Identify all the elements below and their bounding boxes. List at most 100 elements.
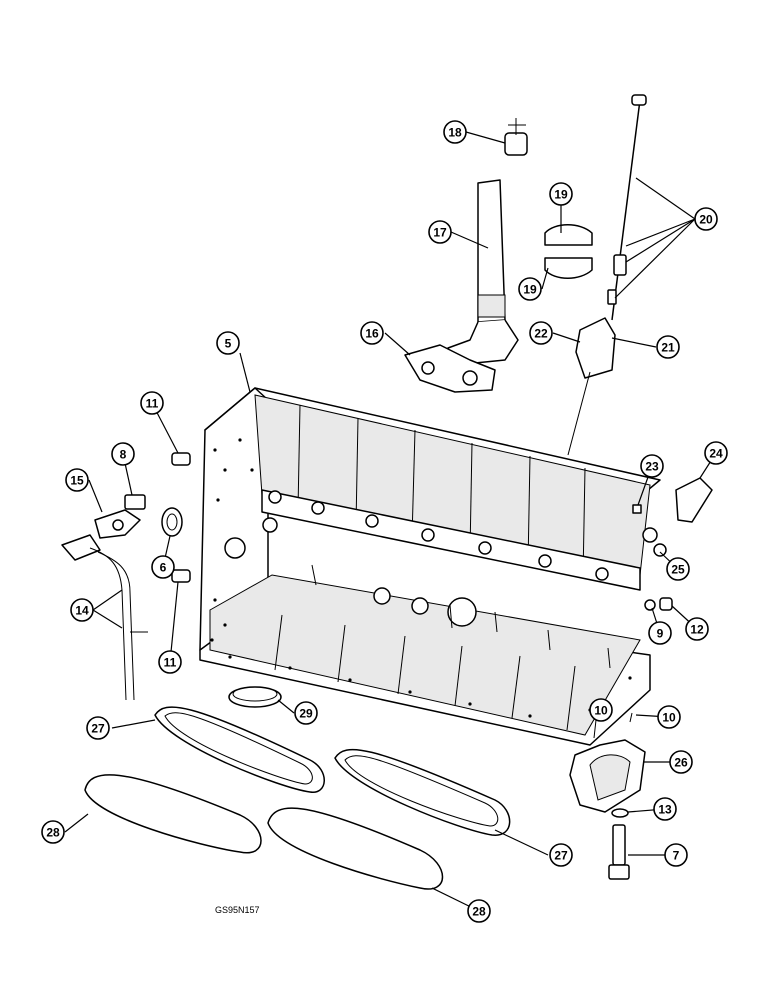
callout-number: 5 [225, 337, 232, 351]
callout-circle [216, 331, 240, 355]
callout-circle [140, 391, 164, 415]
callout-6: 6 [151, 555, 175, 579]
callout-number: 19 [554, 188, 568, 202]
callout-14: 14 [70, 598, 94, 622]
callout-15: 15 [65, 468, 89, 492]
callout-21: 21 [656, 335, 680, 359]
dipstick-tube-assembly [447, 118, 528, 366]
callout-circle [294, 701, 318, 725]
callout-circle [549, 843, 573, 867]
seal-ring [228, 686, 282, 708]
callout-circle [65, 468, 89, 492]
callout-circle [685, 617, 709, 641]
callout-circle [694, 207, 718, 231]
callout-circle [704, 441, 728, 465]
callout-number: 21 [661, 341, 675, 355]
callout-22: 22 [529, 321, 553, 345]
callout-number: 28 [472, 905, 486, 919]
callout-18: 18 [443, 120, 467, 144]
callout-circle [589, 698, 613, 722]
callout-circle [653, 797, 677, 821]
dipstick [607, 94, 647, 321]
callout-12: 12 [685, 617, 709, 641]
callout-circle [428, 220, 452, 244]
callout-labels: 18 17 19 19 20 16 22 21 5 11 8 15 6 14 11 23 24 25 9 12 29 27… [41, 120, 728, 923]
callout-11: 11 [158, 650, 182, 674]
callout-number: 22 [534, 327, 548, 341]
gasket-left [154, 706, 325, 793]
callout-19: 19 [518, 277, 542, 301]
callout-number: 10 [662, 711, 676, 725]
callout-19: 19 [549, 182, 573, 206]
callout-circle [151, 555, 175, 579]
callout-number: 24 [709, 447, 723, 461]
callout-5: 5 [216, 331, 240, 355]
callout-circle [549, 182, 573, 206]
callout-number: 11 [164, 656, 177, 670]
callout-11: 11 [140, 391, 164, 415]
callout-number: 28 [46, 826, 60, 840]
callout-circle [640, 454, 664, 478]
gasket-right [334, 748, 511, 836]
callout-circle [467, 899, 491, 923]
tube-clamps [544, 224, 593, 279]
cover-plate-left [84, 774, 262, 854]
callout-16: 16 [360, 321, 384, 345]
callout-number: 11 [146, 397, 159, 411]
callout-circle [111, 442, 135, 466]
callout-circle [656, 335, 680, 359]
callout-number: 18 [448, 126, 462, 140]
callout-number: 7 [673, 849, 680, 863]
tube-gasket [404, 344, 496, 393]
callout-circle [41, 820, 65, 844]
callout-number: 26 [674, 756, 688, 770]
callout-number: 20 [699, 213, 713, 227]
callout-number: 17 [433, 226, 447, 240]
callout-number: 10 [594, 704, 608, 718]
callout-29: 29 [294, 701, 318, 725]
callout-25: 25 [666, 557, 690, 581]
callout-number: 14 [75, 604, 89, 618]
callout-circle [360, 321, 384, 345]
callout-7: 7 [664, 843, 688, 867]
callout-27: 27 [549, 843, 573, 867]
callout-circle [657, 705, 681, 729]
callout-circle [666, 557, 690, 581]
callout-20: 20 [694, 207, 718, 231]
callout-10: 10 [657, 705, 681, 729]
callout-number: 25 [671, 563, 685, 577]
figure-code: GS95N157 [215, 905, 260, 915]
callout-number: 9 [657, 627, 664, 641]
callout-28: 28 [41, 820, 65, 844]
callout-circle [443, 120, 467, 144]
right-small-parts [569, 477, 713, 880]
callout-number: 19 [523, 283, 537, 297]
callout-circle [518, 277, 542, 301]
callout-23: 23 [640, 454, 664, 478]
callout-27: 27 [86, 716, 110, 740]
callout-number: 23 [645, 460, 659, 474]
callout-circle [86, 716, 110, 740]
callout-9: 9 [648, 621, 672, 645]
dipstick-guide [567, 317, 616, 456]
callout-circle [70, 598, 94, 622]
callout-number: 12 [690, 623, 704, 637]
callout-number: 29 [299, 707, 313, 721]
callout-number: 8 [120, 448, 127, 462]
callout-circle [529, 321, 553, 345]
callout-24: 24 [704, 441, 728, 465]
callout-number: 16 [365, 327, 379, 341]
callout-number: 27 [91, 722, 105, 736]
callout-circle [648, 621, 672, 645]
callout-number: 27 [554, 849, 568, 863]
left-small-parts [61, 452, 191, 701]
callout-circle [664, 843, 688, 867]
callout-26: 26 [669, 750, 693, 774]
callout-13: 13 [653, 797, 677, 821]
callout-number: 15 [70, 474, 84, 488]
callout-28: 28 [467, 899, 491, 923]
callout-number: 6 [160, 561, 167, 575]
callout-10: 10 [589, 698, 613, 722]
callout-number: 13 [658, 803, 672, 817]
